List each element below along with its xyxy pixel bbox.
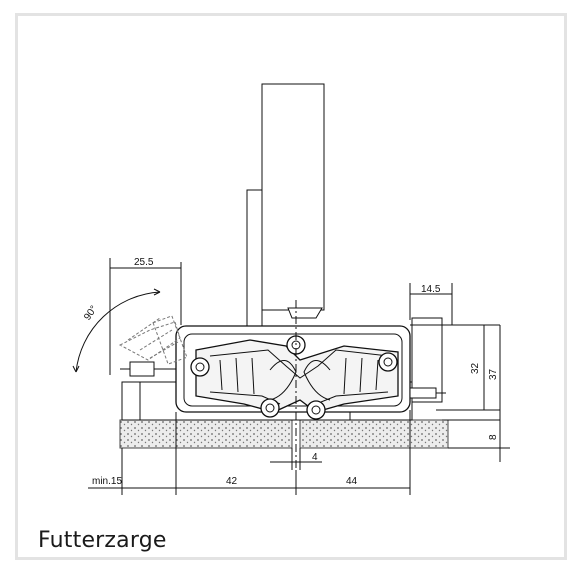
door-leaf: [261, 83, 325, 311]
wall-left: [119, 419, 293, 449]
figure-caption: Futterzarge: [38, 528, 167, 553]
dim-32: 32: [470, 362, 481, 374]
dim-42: 42: [226, 476, 238, 487]
dim-min-15: min.15: [92, 476, 122, 487]
wall-right: [299, 419, 449, 449]
dim-gap-4: 4: [312, 452, 318, 463]
dim-37: 37: [488, 368, 499, 380]
dim-angle: 90°: [82, 304, 100, 323]
pivot-pins: [190, 335, 398, 420]
dim-25-5: 25.5: [134, 257, 154, 268]
dim-44: 44: [346, 476, 358, 487]
open-position-ghost: [118, 315, 188, 365]
dim-8: 8: [488, 434, 499, 440]
dim-14-5: 14.5: [421, 284, 441, 295]
door-stop: [246, 189, 263, 331]
